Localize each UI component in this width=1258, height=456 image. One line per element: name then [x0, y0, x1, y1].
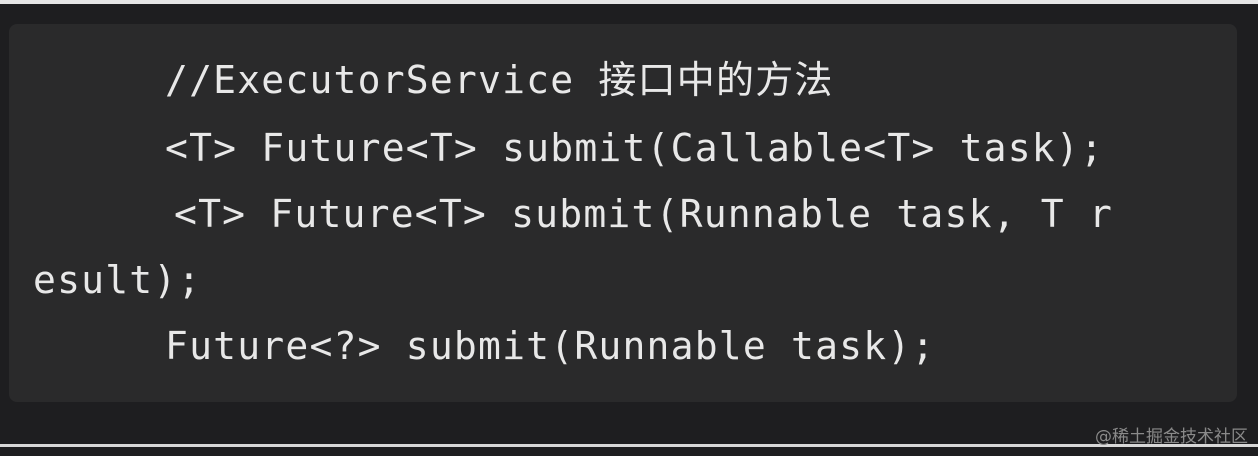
code-line-submit-runnable: Future<?> submit(Runnable task);: [165, 324, 936, 368]
bottom-divider: [0, 444, 1258, 447]
code-block: [9, 24, 1237, 402]
code-comment-line: //ExecutorService 接口中的方法: [165, 58, 834, 102]
code-line-submit-callable: <T> Future<T> submit(Callable<T> task);: [165, 126, 1105, 170]
watermark-text: @稀土掘金技术社区: [1095, 427, 1248, 447]
code-line-submit-runnable-result-wrap: esult);: [33, 258, 202, 302]
top-divider: [0, 0, 1258, 4]
code-line-submit-runnable-result: <T> Future<T> submit(Runnable task, T r: [174, 192, 1114, 236]
